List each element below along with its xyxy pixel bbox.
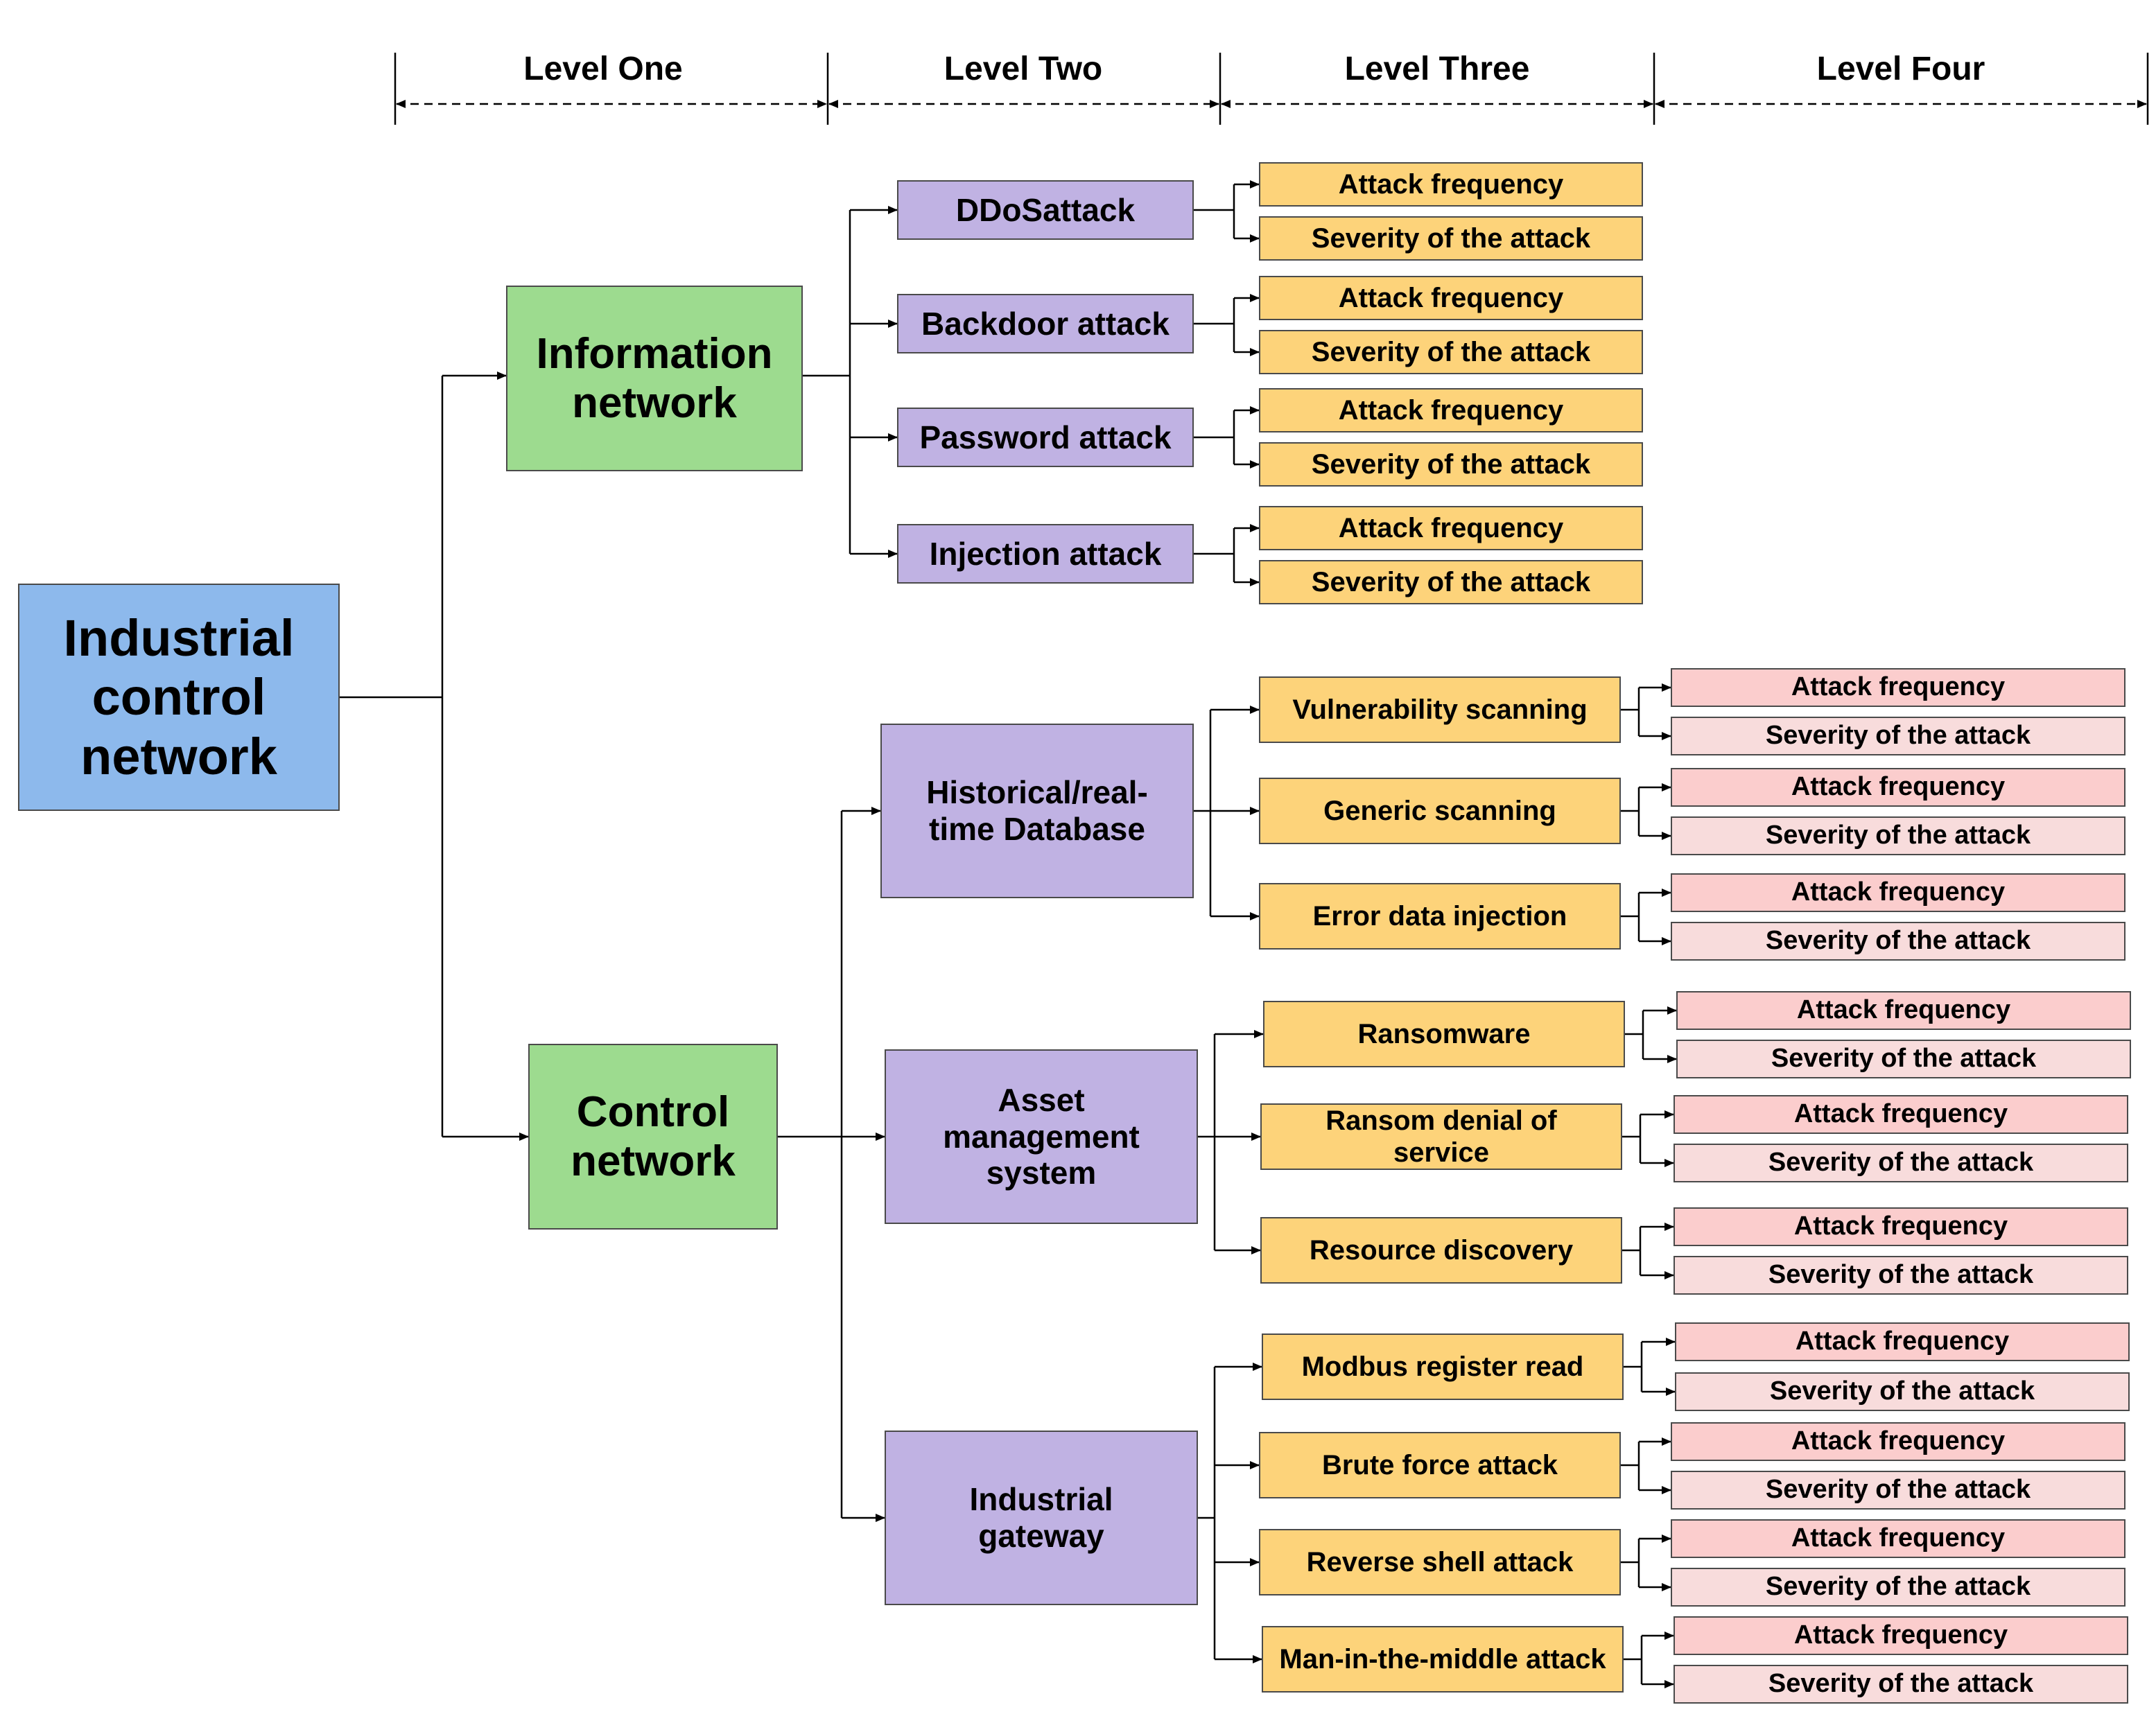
backdoor-attack-severity: Severity of the attack [1259, 330, 1643, 374]
level-four-label: Level Four [1816, 51, 1985, 87]
error-data-injection-node: Error data injection [1259, 883, 1621, 950]
reverse-shell-attack-frequency: Attack frequency [1671, 1519, 2125, 1558]
ransomware-node: Ransomware [1263, 1001, 1625, 1067]
ddos-attack-node: DDoSattack [897, 180, 1194, 240]
reverse-shell-severity: Severity of the attack [1671, 1568, 2125, 1607]
industrial-gateway-node: Industrial gateway [885, 1431, 1198, 1605]
error-data-injection-attack-frequency: Attack frequency [1671, 873, 2125, 912]
password-attack-frequency: Attack frequency [1259, 388, 1643, 432]
ddos-attack-frequency: Attack frequency [1259, 162, 1643, 207]
level-one-label: Level One [523, 51, 683, 87]
error-data-injection-severity: Severity of the attack [1671, 922, 2125, 961]
generic-scanning-node: Generic scanning [1259, 778, 1621, 844]
injection-attack-severity: Severity of the attack [1259, 560, 1643, 604]
control-network-node: Control network [528, 1044, 778, 1230]
modbus-attack-frequency: Attack frequency [1675, 1322, 2130, 1361]
vulnerability-scanning-node: Vulnerability scanning [1259, 676, 1621, 743]
ransom-denial-severity: Severity of the attack [1673, 1144, 2128, 1182]
level-header-lines [394, 53, 2149, 125]
ransomware-severity: Severity of the attack [1676, 1040, 2131, 1078]
brute-force-severity: Severity of the attack [1671, 1471, 2125, 1510]
password-attack-node: Password attack [897, 408, 1194, 467]
brute-force-attack-node: Brute force attack [1259, 1432, 1621, 1498]
generic-scanning-attack-frequency: Attack frequency [1671, 768, 2125, 807]
resource-discovery-severity: Severity of the attack [1673, 1256, 2128, 1295]
reverse-shell-attack-node: Reverse shell attack [1259, 1529, 1621, 1595]
connector-lines [340, 180, 1677, 1688]
modbus-severity: Severity of the attack [1675, 1372, 2130, 1411]
ransom-denial-of-service-node: Ransom denial of service [1260, 1103, 1622, 1170]
mitm-attack-frequency: Attack frequency [1673, 1616, 2128, 1655]
backdoor-attack-node: Backdoor attack [897, 294, 1194, 353]
modbus-register-read-node: Modbus register read [1262, 1333, 1624, 1400]
root-node: Industrial control network [18, 584, 340, 811]
ddos-attack-severity: Severity of the attack [1259, 216, 1643, 261]
asset-management-node: Asset management system [885, 1049, 1198, 1224]
man-in-the-middle-attack-node: Man-in-the-middle attack [1262, 1626, 1624, 1693]
injection-attack-node: Injection attack [897, 524, 1194, 584]
backdoor-attack-frequency: Attack frequency [1259, 276, 1643, 320]
resource-discovery-node: Resource discovery [1260, 1217, 1622, 1284]
ransom-denial-attack-frequency: Attack frequency [1673, 1095, 2128, 1134]
information-network-node: Information network [506, 286, 803, 471]
brute-force-attack-frequency: Attack frequency [1671, 1422, 2125, 1461]
vulnerability-scanning-attack-frequency: Attack frequency [1671, 668, 2125, 707]
ransomware-attack-frequency: Attack frequency [1676, 991, 2131, 1030]
injection-attack-frequency: Attack frequency [1259, 506, 1643, 550]
resource-discovery-attack-frequency: Attack frequency [1673, 1207, 2128, 1246]
password-attack-severity: Severity of the attack [1259, 442, 1643, 487]
mitm-severity: Severity of the attack [1673, 1665, 2128, 1704]
vulnerability-scanning-severity: Severity of the attack [1671, 717, 2125, 755]
generic-scanning-severity: Severity of the attack [1671, 816, 2125, 855]
historical-database-node: Historical/real-time Database [880, 724, 1194, 898]
level-two-label: Level Two [944, 51, 1103, 87]
level-three-label: Level Three [1344, 51, 1530, 87]
